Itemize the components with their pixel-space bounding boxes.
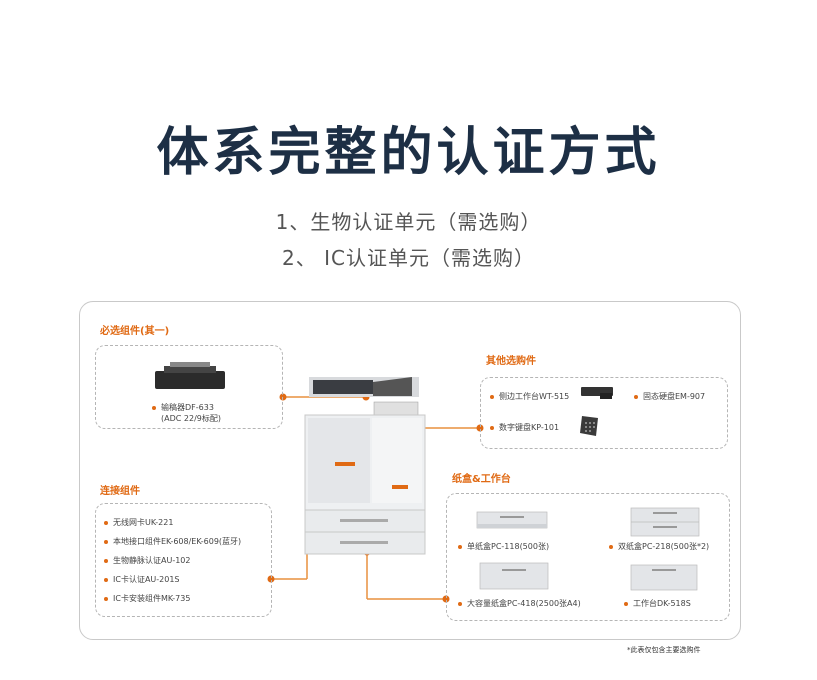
bullet-dot [624, 601, 628, 606]
list-item: 单纸盒PC-118(500张) [458, 541, 549, 552]
single-tray-image [476, 511, 548, 529]
trays-section-title: 纸盒&工作台 [452, 474, 511, 485]
list-item: 无线网卡UK-221 [104, 517, 173, 528]
subtitle-biometric: 1、生物认证单元（需选购） [275, 210, 542, 234]
document-feeder-note: (ADC 22/9标配) [161, 414, 221, 423]
list-item: 工作台DK-518S [624, 598, 691, 609]
other-section-title: 其他选购件 [486, 356, 536, 367]
bullet-dot [458, 544, 462, 549]
list-item: IC卡安装组件MK-735 [104, 593, 190, 604]
document-feeder-label: 输稿器DF-633 [152, 402, 214, 413]
work-stand-image [630, 564, 698, 591]
bullet-dot [104, 520, 108, 525]
bullet-dot [458, 601, 462, 606]
required-box [95, 345, 283, 429]
connect-section-title: 连接组件 [100, 486, 140, 497]
list-item: 双纸盒PC-218(500张*2) [609, 541, 709, 552]
bullet-dot [104, 558, 108, 563]
large-capacity-tray-image [479, 562, 549, 590]
page-title: 体系完整的认证方式 [156, 123, 661, 183]
copier-image [304, 377, 426, 555]
list-item: 侧边工作台WT-515 [490, 391, 569, 402]
required-section-title: 必选组件(其一) [100, 326, 170, 337]
trays-box [446, 493, 730, 621]
bullet-dot [490, 425, 494, 430]
side-work-table-image [581, 387, 613, 399]
list-item: IC卡认证AU-201S [104, 574, 180, 585]
bullet-dot [104, 577, 108, 582]
connect-box [95, 503, 272, 617]
bullet-dot [490, 394, 494, 399]
footnote: *此表仅包含主要选购件 [627, 646, 701, 654]
subtitle-ic: 2、 IC认证单元（需选购） [282, 246, 535, 270]
bullet-dot [152, 405, 156, 410]
other-box [480, 377, 728, 449]
list-item: 本地接口组件EK-608/EK-609(蓝牙) [104, 536, 241, 547]
list-item: 生物静脉认证AU-102 [104, 555, 190, 566]
bullet-dot [634, 394, 638, 399]
list-item: 固态硬盘EM-907 [634, 391, 705, 402]
document-feeder-image [155, 362, 225, 389]
double-tray-image [630, 507, 700, 537]
keypad-image [580, 416, 598, 436]
list-item: 数字键盘KP-101 [490, 422, 559, 433]
bullet-dot [104, 539, 108, 544]
list-item: 大容量纸盒PC-418(2500张A4) [458, 598, 581, 609]
bullet-dot [609, 544, 613, 549]
bullet-dot [104, 596, 108, 601]
